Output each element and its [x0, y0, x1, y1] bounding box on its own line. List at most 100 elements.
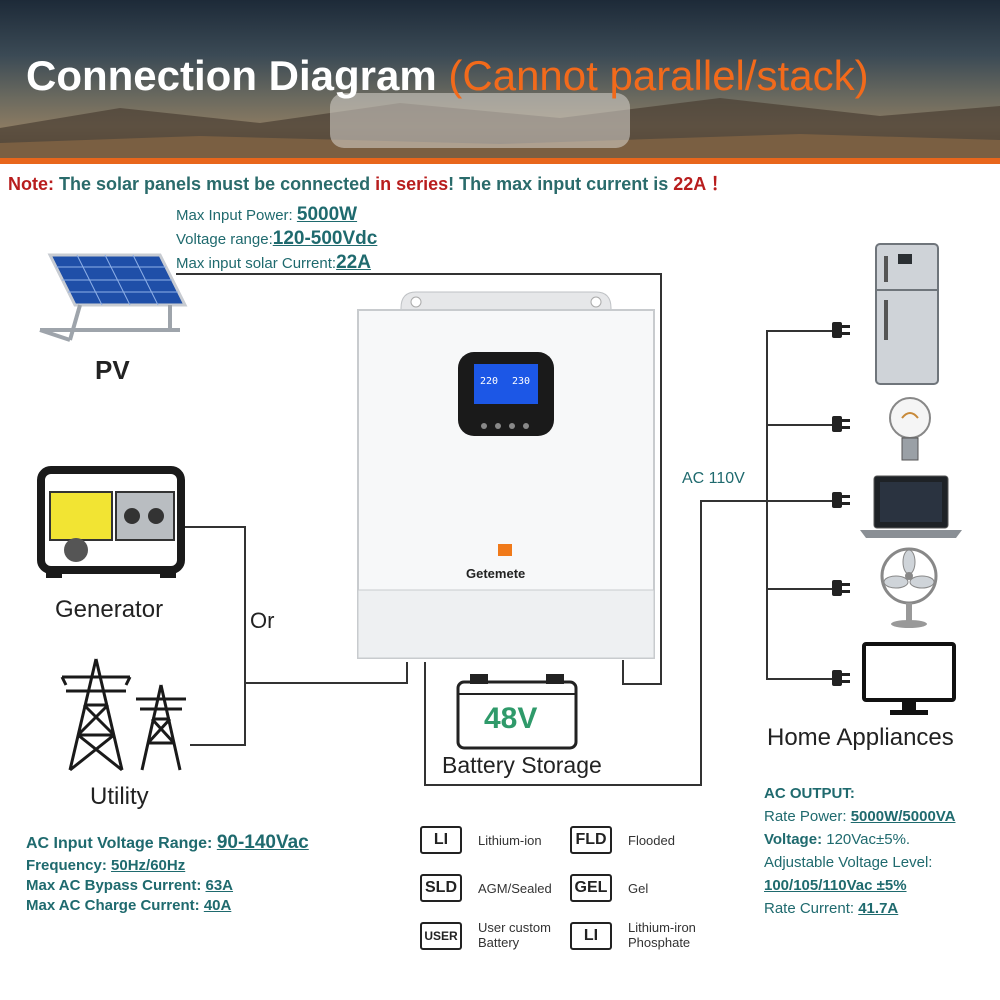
ac-input-charge-label: Max AC Charge Current: — [26, 897, 200, 914]
pv-spec-voltage: Voltage range:120-500Vdc — [176, 228, 377, 250]
battery-type-code: LI — [570, 922, 612, 950]
note-text-3: ! The max input current is — [448, 174, 669, 194]
appliance-bus — [766, 330, 768, 680]
pv-spec-current-value: 22A — [336, 252, 371, 273]
ac-input-bypass-label: Max AC Bypass Current: — [26, 877, 202, 894]
utility-label: Utility — [90, 783, 149, 810]
pv-line-end — [622, 683, 662, 685]
pv-line — [176, 273, 660, 275]
battery-type-code: GEL — [570, 874, 612, 902]
ac-input-bypass: Max AC Bypass Current: 63A — [26, 877, 309, 894]
ac-input-line — [244, 682, 408, 684]
battery-line-bottom — [424, 784, 702, 786]
pv-specs: Max Input Power: 5000W Voltage range:120… — [176, 204, 377, 274]
ac-output-voltage-label: Voltage: — [764, 831, 823, 848]
pv-label: PV — [95, 355, 130, 385]
pv-line-vertical — [660, 273, 662, 683]
battery-type-name: AGM/Sealed — [478, 881, 552, 896]
ac-output-rate-current: Rate Current: 41.7A — [764, 897, 956, 920]
battery-type-code: USER — [420, 922, 462, 950]
ac-output-rate-power-value: 5000W/5000VA — [850, 808, 956, 825]
pv-spec-voltage-label: Voltage range: — [176, 231, 273, 248]
ac-110-label: AC 110V — [682, 470, 745, 487]
battery-type-name: Gel — [628, 881, 649, 896]
title-note: (Cannot parallel/stack) — [448, 52, 869, 99]
appliance-line-3 — [766, 500, 836, 502]
battery-storage-label: Battery Storage — [442, 752, 602, 778]
battery-icon — [456, 674, 578, 750]
ac-output-specs: AC OUTPUT: Rate Power: 5000W/5000VA Volt… — [764, 782, 956, 920]
ac-output-voltage-value: 120Vac±5%. — [826, 831, 911, 848]
page-title: Connection Diagram (Cannot parallel/stac… — [26, 52, 869, 100]
ac-output-adjustable-value: 100/105/110Vac ±5% — [764, 874, 956, 897]
note-text-2: in series — [375, 174, 449, 194]
lcd-left-value: 220 — [480, 376, 499, 387]
or-label: Or — [250, 608, 275, 633]
ac-output-adjustable-value-text: 100/105/110Vac ±5% — [764, 877, 907, 894]
mountain-landscape-graphic — [0, 93, 1000, 158]
note-line: Note: The solar panels must be connected… — [8, 170, 729, 196]
pv-spec-current: Max input solar Current:22A — [176, 252, 377, 274]
pv-spec-power-value: 5000W — [296, 204, 358, 225]
utility-tower-icon — [60, 658, 186, 772]
ac-output-rate-power: Rate Power: 5000W/5000VA — [764, 805, 956, 828]
ac-input-charge: Max AC Charge Current: 40A — [26, 897, 309, 914]
lcd-right-value: 230 — [512, 376, 531, 387]
fan-icon — [880, 547, 938, 628]
ac-input-voltage-value: 90-140Vac — [216, 832, 309, 853]
brand-label: Getemete — [466, 566, 526, 581]
ac-input-frequency: Frequency: 50Hz/60Hz — [26, 857, 309, 874]
ac-output-rate-power-label: Rate Power: — [764, 808, 847, 825]
ac-input-frequency-value: 50Hz/60Hz — [111, 857, 186, 874]
ac-input-charge-value: 40A — [203, 897, 232, 914]
inverter-unit: 220 230 Getemete — [356, 290, 656, 662]
plug-icons — [832, 322, 850, 686]
ac-input-specs: AC Input Voltage Range: 90-140Vac Freque… — [26, 832, 309, 914]
solar-panel-icon — [39, 253, 188, 342]
pv-spec-power-label: Max Input Power: — [176, 207, 293, 224]
refrigerator-icon — [875, 243, 939, 385]
battery-type-code: FLD — [570, 826, 612, 854]
battery-type-name: Lithium-iron Phosphate — [628, 920, 696, 950]
note-current: 22A — [673, 174, 706, 194]
note-prefix: Note: — [8, 174, 54, 194]
generator-label: Generator — [55, 596, 164, 623]
ac-input-voltage: AC Input Voltage Range: 90-140Vac — [26, 832, 309, 854]
ac-output-title: AC OUTPUT: — [764, 785, 855, 802]
pv-spec-voltage-value: 120-500Vdc — [272, 228, 378, 249]
battery-line-left — [424, 662, 426, 786]
laptop-icon — [860, 475, 962, 538]
ac-input-voltage-label: AC Input Voltage Range: — [26, 835, 213, 852]
note-text-1: The solar panels must be connected — [59, 174, 371, 194]
light-bulb-icon — [889, 397, 931, 461]
pv-spec-power: Max Input Power: 5000W — [176, 204, 377, 226]
home-appliances-label: Home Appliances — [767, 724, 954, 751]
appliance-line-1 — [766, 330, 836, 332]
utility-line — [190, 744, 246, 746]
header-divider — [0, 158, 1000, 164]
ac-output-rate-current-label: Rate Current: — [764, 900, 855, 917]
monitor-icon — [862, 642, 956, 715]
ac-input-bypass-value: 63A — [205, 877, 234, 894]
battery-type-name: User custom Battery — [478, 920, 551, 950]
ac-output-voltage: Voltage: 120Vac±5%. — [764, 828, 956, 851]
ac-output-branch — [700, 500, 766, 502]
ac-output-adjustable: Adjustable Voltage Level: — [764, 854, 933, 871]
appliance-line-4 — [766, 588, 836, 590]
generator-utility-junction — [244, 526, 246, 746]
ac-input-drop — [406, 662, 408, 684]
battery-type-name: Lithium-ion — [478, 833, 542, 848]
ac-output-rate-current-value: 41.7A — [858, 900, 899, 917]
note-end: ！ — [710, 174, 729, 194]
battery-type-code: SLD — [420, 874, 462, 902]
inverter-body-graphic — [357, 291, 655, 659]
battery-type-name: Flooded — [628, 833, 675, 848]
ac-input-frequency-label: Frequency: — [26, 857, 107, 874]
title-main: Connection Diagram — [26, 52, 437, 99]
appliance-line-2 — [766, 424, 836, 426]
pv-line-drop — [622, 660, 624, 684]
battery-voltage: 48V — [484, 702, 538, 735]
header-banner: Connection Diagram (Cannot parallel/stac… — [0, 0, 1000, 158]
appliance-line-5 — [766, 678, 836, 680]
battery-type-code: LI — [420, 826, 462, 854]
